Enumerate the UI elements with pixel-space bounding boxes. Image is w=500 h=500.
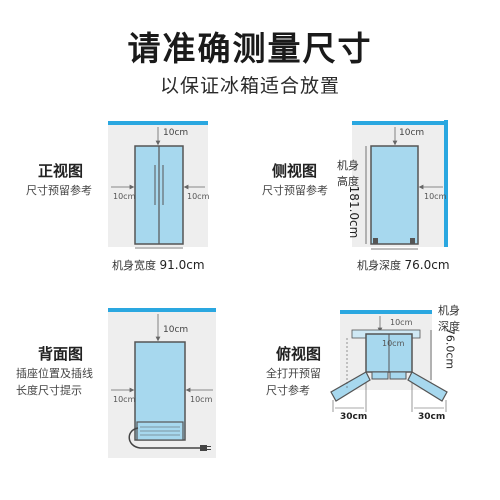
back-top-gap: 10cm [163, 325, 189, 335]
page-subtitle: 以保证冰箱适合放置 [159, 75, 340, 97]
front-view-diagram [108, 121, 208, 249]
side-view-title: 侧视图 [272, 162, 318, 180]
side-height-label-1: 机身 [337, 159, 359, 172]
side-depth-value: 76.0cm [404, 258, 450, 272]
top-depth-value: 76.0cm [443, 327, 457, 370]
front-width-label: 机身宽度 91.0cm [112, 258, 205, 272]
front-width-value: 91.0cm [159, 258, 205, 272]
back-left-gap: 10cm [113, 395, 136, 404]
side-view-subtitle: 尺寸预留参考 [262, 184, 328, 197]
top-view-subtitle-2: 尺寸参考 [266, 384, 310, 397]
side-top-gap: 10cm [399, 128, 425, 138]
top-view-title: 俯视图 [276, 345, 322, 363]
side-depth-label: 机身深度 76.0cm [357, 258, 450, 272]
top-depth-label-1: 机身 [438, 304, 460, 317]
top-right-clearance: 30cm [418, 412, 446, 422]
top-depth-label-2: 深度 [438, 320, 460, 333]
top-inner-gap: 10cm [382, 339, 405, 348]
top-left-clearance: 30cm [340, 412, 368, 422]
top-view-subtitle-1: 全打开预留 [266, 367, 321, 380]
top-top-gap: 10cm [390, 318, 413, 327]
front-view-title: 正视图 [38, 162, 84, 180]
back-view-subtitle-2: 长度尺寸提示 [16, 384, 82, 397]
front-left-gap: 10cm [113, 192, 136, 201]
page-title: 请准确测量尺寸 [127, 29, 373, 68]
front-view-subtitle: 尺寸预留参考 [26, 184, 92, 197]
back-view-subtitle-1: 插座位置及插线 [16, 367, 93, 380]
back-right-gap: 10cm [190, 395, 213, 404]
side-view-diagram [352, 120, 448, 250]
top-view-diagram [330, 310, 448, 412]
side-height-value: 181.0cm [347, 185, 361, 239]
front-top-gap: 10cm [163, 128, 189, 138]
back-view-title: 背面图 [38, 345, 84, 363]
side-right-gap: 10cm [424, 192, 447, 201]
side-height-label-2: 高度 [337, 175, 359, 188]
front-right-gap: 10cm [187, 192, 210, 201]
back-view-diagram [108, 308, 216, 458]
